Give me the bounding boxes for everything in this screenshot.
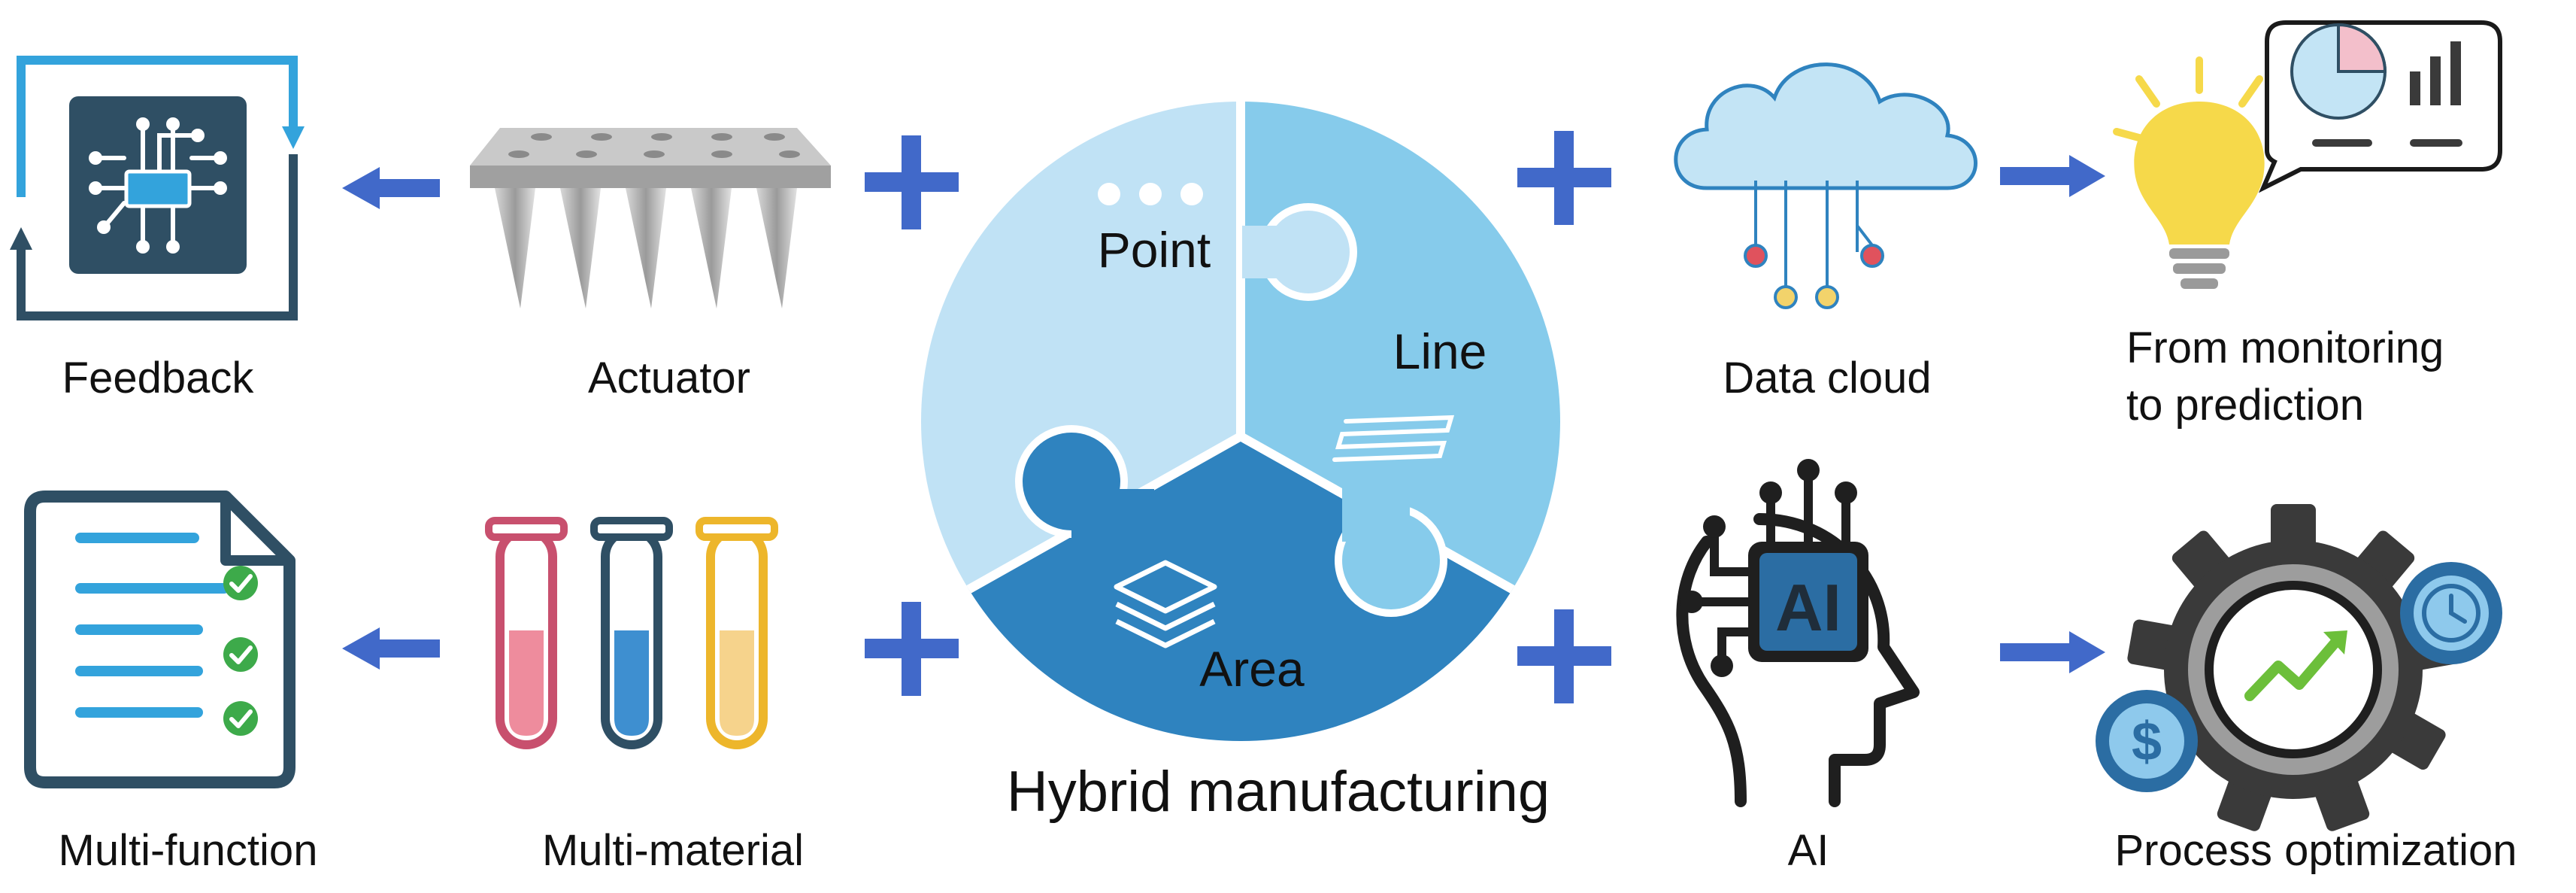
document-checklist-icon xyxy=(24,491,295,788)
center-line-label: Line xyxy=(1393,323,1487,379)
cloud-network-icon xyxy=(1674,62,1977,309)
ai-chip-text: AI xyxy=(1775,570,1841,645)
feedback-icon xyxy=(10,56,305,320)
multi-function-label: Multi-function xyxy=(59,826,318,875)
dollar-symbol-icon: $ xyxy=(2132,712,2162,772)
center-area-label: Area xyxy=(1199,641,1305,697)
monitoring-label-line2: to prediction xyxy=(2126,381,2364,430)
ai-label: AI xyxy=(1788,826,1829,875)
arrow-left-bottom xyxy=(342,627,440,670)
monitoring-label-line1: From monitoring xyxy=(2126,323,2444,372)
lightbulb-dashboard-icon xyxy=(2113,20,2502,289)
arrow-right-top xyxy=(2000,155,2105,197)
gear-dollar-clock-icon: $ xyxy=(2096,504,2502,831)
center-point-label: Point xyxy=(1098,222,1211,278)
data-cloud-label: Data cloud xyxy=(1723,354,1931,402)
plus-sign-bottom-right xyxy=(1517,609,1611,703)
multi-material-label: Multi-material xyxy=(542,826,804,875)
process-optimization-label: Process optimization xyxy=(2114,826,2517,875)
arrow-right-bottom xyxy=(2000,631,2105,673)
ai-head-icon: AI xyxy=(1676,459,1920,807)
plus-sign-top-right xyxy=(1517,131,1611,225)
arrow-left-top xyxy=(342,167,440,209)
test-tubes-icon xyxy=(485,517,778,749)
actuator-label: Actuator xyxy=(588,354,750,402)
plus-sign-top-left xyxy=(865,135,959,229)
microneedle-array-icon xyxy=(470,128,831,308)
hybrid-manufacturing-title: Hybrid manufacturing xyxy=(1007,760,1550,824)
feedback-label: Feedback xyxy=(62,354,255,402)
hybrid-puzzle-circle: Point Line Area xyxy=(921,102,1560,741)
plus-sign-bottom-left xyxy=(865,602,959,696)
